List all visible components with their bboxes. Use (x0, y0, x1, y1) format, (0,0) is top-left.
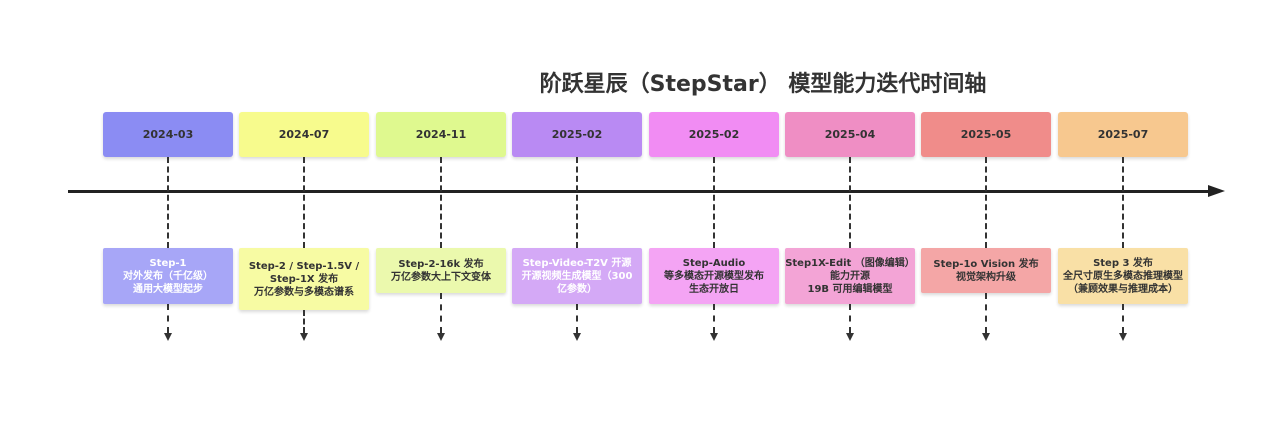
milestone-connector (440, 157, 442, 248)
milestone-event-line: 生态开放日 (689, 283, 739, 295)
milestone-connector (1122, 157, 1124, 248)
milestone-date: 2024-03 (103, 112, 233, 157)
milestone-event-line: 能力开源 (830, 270, 870, 282)
milestone-event-line: Step-1X 发布 (269, 273, 339, 285)
arrow-down-icon (164, 333, 172, 341)
arrow-down-icon (710, 333, 718, 341)
arrow-down-icon (437, 333, 445, 341)
milestone-tail (713, 304, 715, 333)
arrow-down-icon (982, 333, 990, 341)
milestone-event-line: 视觉架构升级 (956, 271, 1016, 283)
milestone-event-line: Step-2-16k 发布 (398, 258, 484, 270)
milestone-event-line: Step1X-Edit （图像编辑） (785, 257, 915, 269)
page-title: 阶跃星辰（StepStar） 模型能力迭代时间轴 (539, 72, 987, 97)
milestone-date: 2025-07 (1058, 112, 1188, 157)
milestone-event-line: 开源视频生成模型（300 (521, 270, 633, 282)
milestone-tail (576, 304, 578, 333)
milestone-date: 2024-07 (239, 112, 369, 157)
timeline-arrowhead (1208, 185, 1225, 197)
milestone-event-line: 19B 可用编辑模型 (807, 283, 893, 295)
milestone-connector (303, 157, 305, 248)
milestone-event-line: 等多模态开源模型发布 (664, 270, 764, 282)
milestone-event: Step 3 发布全尺寸原生多模态推理模型（兼顾效果与推理成本） (1058, 248, 1188, 304)
milestone-connector (849, 157, 851, 248)
arrow-down-icon (300, 333, 308, 341)
milestone-tail (849, 304, 851, 333)
milestone-date: 2024-11 (376, 112, 506, 157)
milestone-event: Step-2 / Step-1.5V /Step-1X 发布万亿参数与多模态谱系 (239, 248, 369, 310)
milestone-date: 2025-05 (921, 112, 1051, 157)
milestone-tail (440, 293, 442, 333)
milestone-event-line: Step-Audio (682, 257, 746, 269)
arrow-down-icon (573, 333, 581, 341)
milestone-event: Step-1o Vision 发布视觉架构升级 (921, 248, 1051, 293)
milestone-tail (985, 293, 987, 333)
milestone-event-line: 万亿参数大上下文变体 (391, 271, 491, 283)
milestone-tail (303, 310, 305, 333)
milestone-event-line: Step-1 (149, 257, 187, 269)
milestone-event-line: 对外发布（千亿级） (123, 270, 213, 282)
milestone-event-line: Step-2 / Step-1.5V / (248, 260, 360, 272)
milestone-event-line: Step-1o Vision 发布 (933, 258, 1039, 270)
milestone-connector (713, 157, 715, 248)
milestone-event-line: 亿参数） (557, 283, 597, 295)
milestone-connector (576, 157, 578, 248)
milestone-date: 2025-02 (649, 112, 779, 157)
milestone-date: 2025-02 (512, 112, 642, 157)
milestone-tail (167, 304, 169, 333)
milestone-connector (985, 157, 987, 248)
milestone-event-line: 通用大模型起步 (133, 283, 203, 295)
milestone-event-line: （兼顾效果与推理成本） (1068, 283, 1178, 295)
timeline-axis (68, 190, 1210, 193)
milestone-event-line: Step 3 发布 (1093, 257, 1153, 269)
arrow-down-icon (1119, 333, 1127, 341)
milestone-event-line: 万亿参数与多模态谱系 (254, 286, 354, 298)
milestone-tail (1122, 304, 1124, 333)
milestone-event-line: 全尺寸原生多模态推理模型 (1063, 270, 1183, 282)
milestone-event-line: Step-Video-T2V 开源 (522, 257, 632, 269)
milestone-date: 2025-04 (785, 112, 915, 157)
milestone-connector (167, 157, 169, 248)
milestone-event: Step-2-16k 发布万亿参数大上下文变体 (376, 248, 506, 293)
arrow-down-icon (846, 333, 854, 341)
